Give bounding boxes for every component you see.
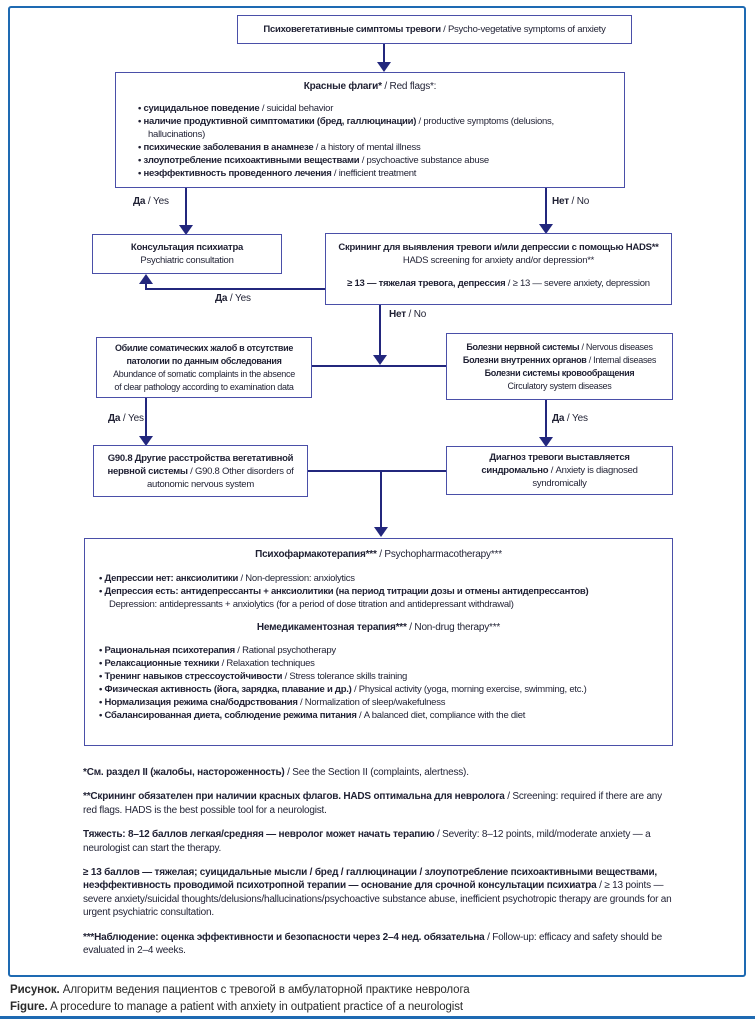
node-hads-screening: Скрининг для выявления тревоги и/или деп… [325,233,672,305]
node-text: Обилие соматических жалоб в отсутствие [114,342,294,353]
footnotes-block: *См. раздел II (жалобы, настороженность)… [83,766,675,968]
edge-label-yes: Да / Yes [133,196,169,207]
edge-label-yes: Да / Yes [108,413,144,424]
red-flags-title: Красные флаги* / Red flags*: [303,81,437,92]
pharma-item: Депрессия есть: антидепрессанты + анксио… [99,585,658,598]
node-text: Психовегетативные симптомы тревоги / Psy… [263,24,606,35]
nondrug-item: Релаксационные техники / Relaxation tech… [99,657,658,670]
nondrug-title: Немедикаментозная терапия*** / Non-drug … [256,622,501,633]
node-text: Болезни внутренних органов / Internal di… [462,354,657,365]
footnote: **Скрининг обязателен при наличии красны… [83,791,662,816]
arrow-down-icon [377,62,391,72]
footnote: ***Наблюдение: оценка эффективности и бе… [83,931,662,957]
arrow-down-icon [179,225,193,235]
node-anxiety-diagnosis: Диагноз тревоги выставляется синдромальн… [446,446,673,495]
node-text: of clear pathology according to examinat… [114,381,294,392]
edge-label-yes: Да / Yes [552,413,588,424]
arrow-down-icon [139,436,153,446]
pharma-item: Депрессии нет: анксиолитики / Non-depres… [99,572,658,585]
node-text: Болезни системы кровообращения [484,367,635,378]
arrow-down-icon [539,224,553,234]
red-flag-item: психические заболевания в анамнезе / a h… [138,141,610,154]
footnote: ≥ 13 баллов — тяжелая; суицидальные мысл… [83,867,672,919]
arrow-line [145,398,147,436]
arrow-down-icon [374,527,388,537]
connector-line [312,365,446,367]
node-psychiatric-consultation: Консультация психиатра Psychiatric consu… [92,234,282,274]
node-text: Abundance of somatic complaints in the a… [113,368,295,379]
connector-line [308,470,446,472]
arrow-line [380,470,382,527]
hads-score-rule: ≥ 13 — тяжелая тревога, депрессия / ≥ 13… [347,278,650,289]
arrow-line [379,305,381,355]
node-red-flags: Красные флаги* / Red flags*: суицидально… [115,72,625,188]
arrow-line [185,188,187,225]
node-text: Болезни нервной системы / Nervous diseas… [466,341,653,352]
pharma-title: Психофармакотерапия*** / Psychopharmacot… [255,549,502,560]
node-therapy: Психофармакотерапия*** / Psychopharmacot… [84,538,673,746]
nondrug-item: Сбалансированная диета, соблюдение режим… [99,709,658,722]
red-flag-item: злоупотребление психоактивными веществам… [138,154,610,167]
node-psychovegetative-symptoms: Психовегетативные симптомы тревоги / Psy… [237,15,632,44]
arrow-up-icon [139,274,153,284]
red-flag-item: наличие продуктивной симптоматики (бред,… [138,115,610,141]
nondrug-item: Тренинг навыков стрессоустойчивости / St… [99,670,658,683]
node-diseases: Болезни нервной системы / Nervous diseas… [446,333,673,400]
figure-caption-ru: Рисунок. Алгоритм ведения пациентов с тр… [10,984,470,996]
footnote: Тяжесть: 8–12 баллов легкая/средняя — не… [83,829,651,854]
node-somatic-complaints: Обилие соматических жалоб в отсутствие п… [96,337,312,398]
red-flags-list: суицидальное поведение / suicidal behavi… [138,102,610,180]
nondrug-list: Рациональная психотерапия / Rational psy… [99,644,658,722]
node-g908-autonomic-disorders: G90.8 Другие расстройства вегетативной н… [93,445,308,497]
arrow-line [545,188,547,224]
node-text: Консультация психиатра [130,242,244,253]
footnote: *См. раздел II (жалобы, настороженность)… [83,767,469,778]
arrow-line [545,400,547,437]
node-text: G90.8 Другие расстройства вегетативной н… [107,452,294,490]
arrow-down-icon [373,355,387,365]
node-text: HADS screening for anxiety and/or depres… [402,255,595,266]
pharma-item-continuation: Depression: antidepressants + anxiolytic… [109,599,514,610]
red-flag-item: неэффективность проведенного лечения / i… [138,167,610,180]
figure-caption: Рисунок. Алгоритм ведения пациентов с тр… [10,982,748,1015]
node-text: Circulatory system diseases [507,380,612,391]
node-text: Скрининг для выявления тревоги и/или деп… [338,242,659,253]
node-text: Psychiatric consultation [140,255,234,266]
node-text: Диагноз тревоги выставляется синдромальн… [481,452,638,489]
edge-label-no: Нет / No [389,309,427,320]
node-text: патологии по данным обследования [126,355,282,366]
arrow-line [383,44,385,63]
pharma-list: Депрессии нет: анксиолитики / Non-depres… [99,572,658,611]
arrow-down-icon [539,437,553,447]
nondrug-item: Рациональная психотерапия / Rational psy… [99,644,658,657]
arrow-line [145,283,147,290]
arrow-line [146,288,325,290]
nondrug-item: Нормализация режима сна/бодрствования / … [99,696,658,709]
edge-label-yes: Да / Yes [215,293,251,304]
red-flag-item: суицидальное поведение / suicidal behavi… [138,102,610,115]
bottom-rule [0,1016,755,1019]
figure-caption-en: Figure. A procedure to manage a patient … [10,1000,463,1013]
nondrug-item: Физическая активность (йога, зарядка, пл… [99,683,658,696]
edge-label-no: Нет / No [552,196,590,207]
